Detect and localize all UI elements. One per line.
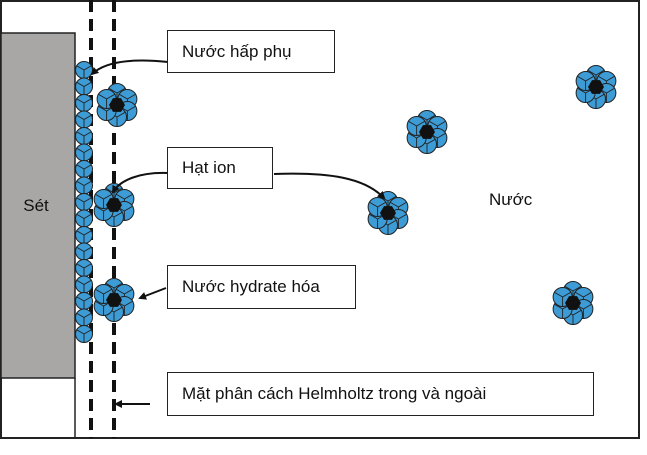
adsorbed-water-pointer xyxy=(90,59,169,76)
water-molecule-icon xyxy=(75,226,93,244)
ion-core-icon xyxy=(106,293,122,307)
ion-core-icon xyxy=(419,125,435,139)
ion-core-icon xyxy=(588,80,604,94)
ion-particle-pointer-left xyxy=(111,171,169,194)
water-molecule-icon xyxy=(75,77,93,96)
water-label: Nước xyxy=(489,190,533,209)
hydrated-ions xyxy=(93,65,617,325)
water-molecule-icon xyxy=(75,259,93,277)
water-molecule-icon xyxy=(75,94,93,112)
helmholtz-text: Mặt phân cách Helmholtz trong và ngoài xyxy=(182,384,487,403)
hydrated-water-label: Nước hydrate hóa xyxy=(167,265,356,309)
water-molecule-icon xyxy=(75,292,93,310)
water-molecule-icon xyxy=(75,325,93,343)
water-molecule-icon xyxy=(75,193,93,211)
ion-core-icon xyxy=(380,206,396,220)
adsorbed-water-text: Nước hấp phụ xyxy=(182,41,292,61)
water-molecule-icon xyxy=(75,143,93,162)
hydrated-ion-cluster-icon xyxy=(406,110,448,154)
water-molecule-icon xyxy=(75,308,93,327)
ion-core-icon xyxy=(565,296,581,310)
water-molecule-icon xyxy=(75,110,93,129)
water-molecule-icon xyxy=(75,242,93,261)
ion-particle-pointer-right xyxy=(273,172,386,200)
adsorbed-water-layer xyxy=(75,61,93,343)
hydrated-ion-cluster-icon xyxy=(96,83,138,127)
hydrated-ion-cluster-icon xyxy=(367,191,409,235)
hydrated-ion-cluster-icon xyxy=(552,281,594,325)
hydrated-water-pointer xyxy=(138,287,167,300)
ion-core-icon xyxy=(106,198,122,212)
water-molecule-icon xyxy=(75,176,93,195)
water-molecule-icon xyxy=(75,61,93,79)
hydrated-ion-cluster-icon xyxy=(93,278,135,322)
water-molecule-icon xyxy=(75,127,93,145)
adsorbed-water-label: Nước hấp phụ xyxy=(167,30,335,73)
hydrated-ion-cluster-icon xyxy=(575,65,617,109)
ion-core-icon xyxy=(109,98,125,112)
water-molecule-icon xyxy=(75,160,93,178)
helmholtz-label: Mặt phân cách Helmholtz trong và ngoài xyxy=(167,372,594,416)
water-molecule-icon xyxy=(75,275,93,294)
water-molecule-icon xyxy=(75,209,93,228)
hydrated-water-text: Nước hydrate hóa xyxy=(182,277,320,296)
clay-label: Sét xyxy=(23,196,49,215)
clay-block xyxy=(0,32,76,379)
ion-particle-text: Hạt ion xyxy=(182,158,236,177)
ion-particle-label: Hạt ion xyxy=(167,147,273,189)
